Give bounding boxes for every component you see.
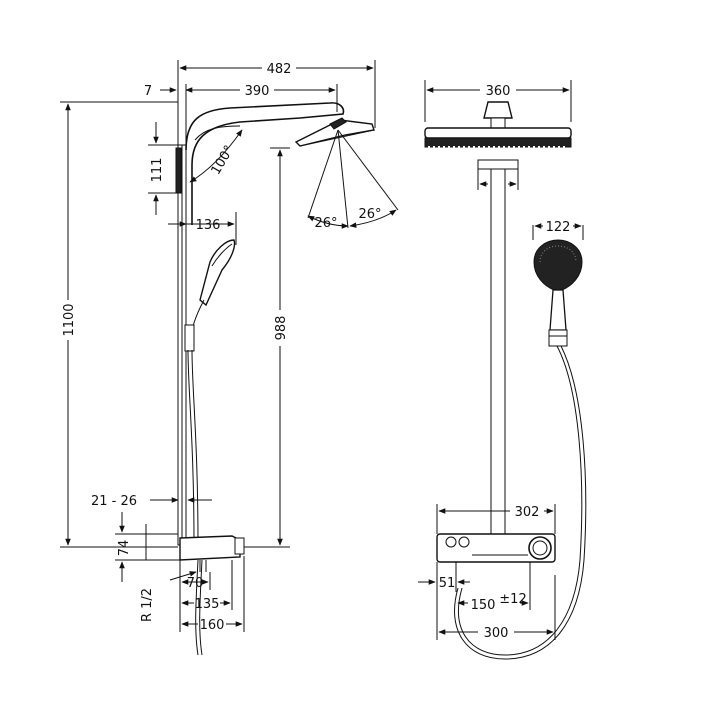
label-depth-a: 70 [187,576,204,591]
overhead-shower-head [294,117,375,147]
label-inlet-offset: 51 [439,576,456,591]
dim-spray-angles: 26° 26° [307,129,399,231]
dim-wall-gap: 21 - 26 [91,494,212,509]
label-rail-height: 988 [274,316,289,341]
side-view: 482 390 7 1100 111 [58,60,399,656]
dim-bracket-height: 111 [148,122,180,215]
label-thermostat-width: 302 [515,505,540,520]
arm-front [477,159,519,170]
label-arm-angle: 100° [209,143,238,178]
wall-bracket [175,147,182,194]
dim-rail-height: 988 [242,147,290,548]
label-handshower-width: 136 [196,218,221,233]
dim-arm-angle: 100° [189,129,243,183]
label-inlet-spacing: 150 [471,598,496,613]
label-wall-offset: 7 [144,84,152,99]
label-width-total: 482 [267,62,292,77]
label-handshower-diameter: 122 [546,220,571,235]
dim-inlet-spacing: 150 ±12 [457,575,531,613]
label-hose-span: 300 [484,626,509,641]
label-arm-reach: 390 [245,84,270,99]
dim-thermostat-width: 302 [436,503,556,534]
dim-height-total: 1100 [58,101,178,548]
hand-shower-side [184,239,236,352]
dim-hose-span: 300 [438,575,556,641]
label-head-diameter: 360 [486,84,511,99]
front-view: 360 98 122 [418,80,587,660]
dim-thermostat-height: 74 [115,512,180,582]
label-head-angle-left: 26° [314,216,337,231]
label-bracket-height: 111 [150,158,165,183]
dim-wall-offset: 7 [144,84,196,145]
dim-handshower-width: 136 [168,212,237,245]
thermostat-front [436,533,556,575]
dim-head-diameter: 360 [424,80,572,122]
label-depth-c: 160 [200,618,225,633]
dim-inlet-offset: 51 [418,562,470,640]
rail-front [490,168,506,535]
label-height-total: 1100 [62,303,77,336]
label-connection: R 1/2 [140,588,155,622]
hose-side [191,349,199,546]
dim-depths: 70 135 160 [179,556,245,633]
label-depth-b: 135 [195,597,220,612]
dim-arm-reach: 390 [185,82,336,99]
hose-front [458,345,583,656]
label-wall-gap: 21 - 26 [91,494,137,509]
overhead-shower-front [424,101,572,148]
shower-arm [185,102,345,225]
label-inlet-tolerance: ±12 [499,592,526,607]
thermostat-side [179,535,245,572]
label-thermostat-height: 74 [117,540,132,557]
dim-width-total: 482 [179,60,374,77]
label-head-angle-right: 26° [358,207,381,222]
hand-shower-front: 122 [532,219,584,347]
